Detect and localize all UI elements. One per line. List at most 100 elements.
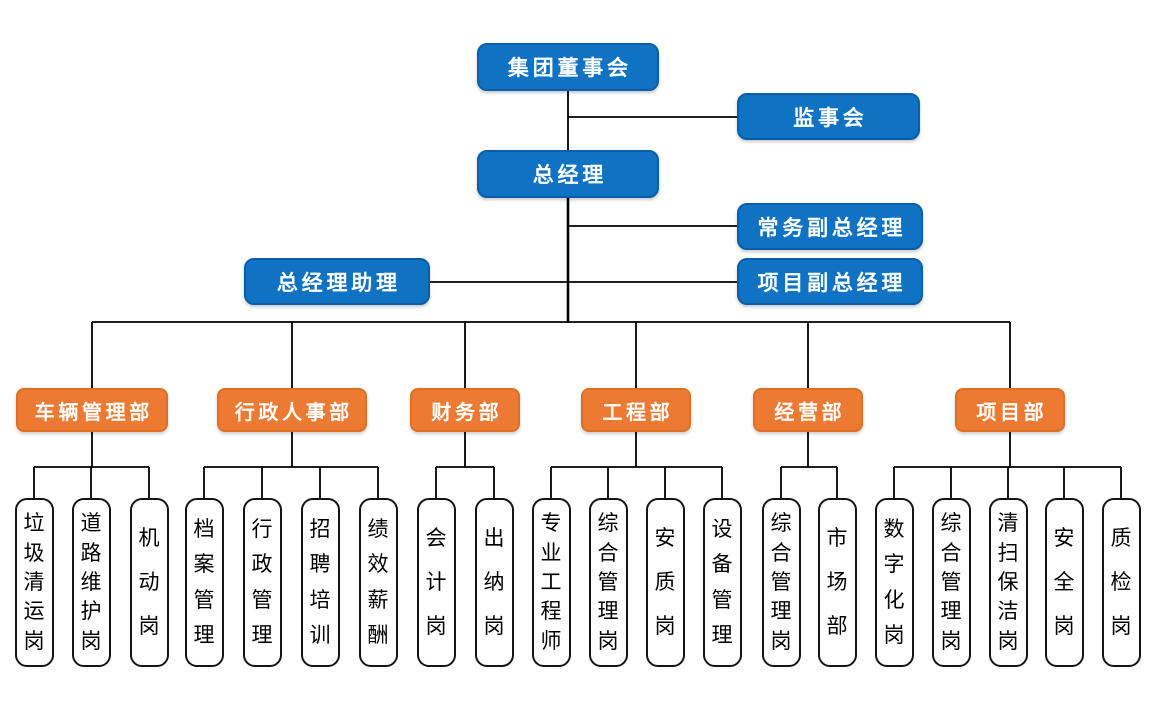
position-char: 师 xyxy=(540,629,562,653)
vehicle-management-dept-node: 车辆管理部 xyxy=(16,388,168,432)
position-char: 综 xyxy=(770,512,792,536)
position-char: 岗 xyxy=(654,615,676,638)
position-char: 岗 xyxy=(1053,615,1075,638)
position-char: 管 xyxy=(251,588,273,612)
position-char: 计 xyxy=(425,571,447,594)
gm-assistant-label: 总经理助理 xyxy=(276,271,401,295)
executive-deputy-gm-label: 常务副总经理 xyxy=(757,216,907,240)
executive-deputy-gm-node: 常务副总经理 xyxy=(737,203,923,250)
position-char: 部 xyxy=(826,615,848,638)
position-char: 会 xyxy=(425,527,447,550)
admin-hr-dept-label: 行政人事部 xyxy=(234,401,353,424)
position-char: 清 xyxy=(997,512,1019,536)
position-char: 场 xyxy=(826,571,848,594)
position-char: 运 xyxy=(23,600,45,624)
position-char: 管 xyxy=(770,570,792,594)
supervisory-board-node: 监事会 xyxy=(737,93,920,140)
position-char: 备 xyxy=(711,553,733,577)
position-box: 数字化岗 xyxy=(874,498,914,667)
engineering-dept-node: 工程部 xyxy=(581,388,691,432)
position-char: 聘 xyxy=(309,553,331,577)
position-char: 设 xyxy=(711,518,733,542)
position-box: 出纳岗 xyxy=(474,498,514,667)
position-char: 保 xyxy=(997,570,1019,594)
position-char: 岗 xyxy=(23,629,45,653)
position-char: 效 xyxy=(367,553,389,577)
position-char: 酬 xyxy=(367,623,389,647)
position-char: 出 xyxy=(483,527,505,550)
position-char: 合 xyxy=(940,541,962,565)
position-char: 全 xyxy=(1053,571,1075,594)
position-char: 岗 xyxy=(940,629,962,653)
position-box: 市场部 xyxy=(817,498,857,667)
position-char: 化 xyxy=(883,588,905,612)
position-char: 管 xyxy=(597,570,619,594)
position-char: 专 xyxy=(540,512,562,536)
position-box: 绩效薪酬 xyxy=(358,498,398,667)
position-box: 清扫保洁岗 xyxy=(988,498,1028,667)
project-dept-node: 项目部 xyxy=(955,388,1065,432)
position-char: 洁 xyxy=(997,600,1019,624)
position-box: 综合管理岗 xyxy=(761,498,801,667)
position-char: 动 xyxy=(138,571,160,594)
position-char: 岗 xyxy=(483,615,505,638)
position-char: 岗 xyxy=(80,629,102,653)
position-char: 垃 xyxy=(23,512,45,536)
position-char: 培 xyxy=(309,588,331,612)
position-char: 招 xyxy=(309,518,331,542)
general-manager-node: 总经理 xyxy=(477,150,659,198)
finance-dept-label: 财务部 xyxy=(431,401,503,424)
project-dept-label: 项目部 xyxy=(976,401,1048,424)
position-char: 数 xyxy=(883,518,905,542)
position-char: 安 xyxy=(654,527,676,550)
position-char: 岗 xyxy=(883,623,905,647)
position-char: 行 xyxy=(251,518,273,542)
position-char: 理 xyxy=(711,623,733,647)
position-char: 综 xyxy=(940,512,962,536)
project-deputy-gm-node: 项目副总经理 xyxy=(737,258,923,305)
position-char: 工 xyxy=(540,570,562,594)
position-char: 理 xyxy=(193,623,215,647)
supervisory-board-label: 监事会 xyxy=(793,106,868,130)
position-char: 岗 xyxy=(1110,615,1132,638)
position-char: 档 xyxy=(193,518,215,542)
position-char: 薪 xyxy=(367,588,389,612)
position-char: 理 xyxy=(770,600,792,624)
position-char: 维 xyxy=(80,570,102,594)
position-box: 综合管理岗 xyxy=(588,498,628,667)
position-char: 案 xyxy=(193,553,215,577)
position-char: 合 xyxy=(597,541,619,565)
position-char: 理 xyxy=(597,600,619,624)
position-box: 专业工程师 xyxy=(531,498,571,667)
position-char: 纳 xyxy=(483,571,505,594)
position-box: 垃圾清运岗 xyxy=(14,498,54,667)
position-box: 道路维护岗 xyxy=(71,498,111,667)
position-char: 道 xyxy=(80,512,102,536)
position-char: 扫 xyxy=(997,541,1019,565)
position-char: 质 xyxy=(654,571,676,594)
position-char: 岗 xyxy=(770,629,792,653)
position-box: 安质岗 xyxy=(645,498,685,667)
finance-dept-node: 财务部 xyxy=(410,388,520,432)
position-char: 管 xyxy=(940,570,962,594)
position-char: 清 xyxy=(23,570,45,594)
position-char: 管 xyxy=(711,588,733,612)
position-char: 岗 xyxy=(997,629,1019,653)
position-char: 岗 xyxy=(425,615,447,638)
vehicle-management-dept-label: 车辆管理部 xyxy=(34,401,153,424)
position-box: 综合管理岗 xyxy=(931,498,971,667)
position-char: 合 xyxy=(770,541,792,565)
business-dept-label: 经营部 xyxy=(774,401,846,424)
position-char: 圾 xyxy=(23,541,45,565)
group-board-node: 集团董事会 xyxy=(477,43,659,91)
position-char: 质 xyxy=(1110,527,1132,550)
position-box: 招聘培训 xyxy=(300,498,340,667)
gm-assistant-node: 总经理助理 xyxy=(244,258,430,305)
engineering-dept-label: 工程部 xyxy=(602,401,674,424)
position-char: 护 xyxy=(80,600,102,624)
position-char: 理 xyxy=(940,600,962,624)
position-char: 市 xyxy=(826,527,848,550)
position-char: 训 xyxy=(309,623,331,647)
